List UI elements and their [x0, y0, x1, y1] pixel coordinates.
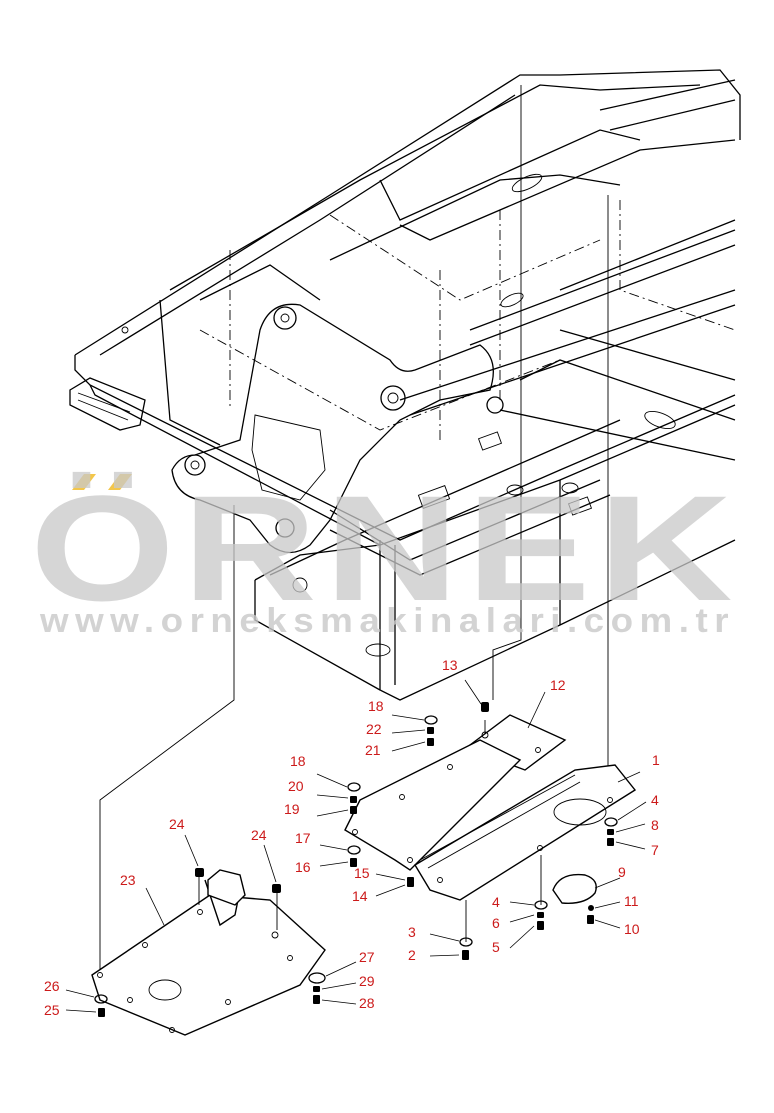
callout-21: 21 — [365, 742, 381, 758]
watermark: ÖRNEK www.orneksmakinalari.com.tr — [30, 464, 740, 640]
upper-frame — [69, 69, 741, 701]
callout-18-lower: 18 — [290, 753, 306, 769]
callout-13: 13 — [442, 657, 458, 673]
assembly-lines — [99, 85, 609, 975]
callouts: 1 2 3 4 4 5 6 7 8 9 10 11 12 13 14 15 16… — [44, 657, 660, 1018]
fasteners — [94, 702, 618, 1017]
callout-17: 17 — [295, 830, 311, 846]
callout-8: 8 — [651, 817, 659, 833]
callout-10: 10 — [624, 921, 640, 937]
callout-2: 2 — [408, 947, 416, 963]
callout-29: 29 — [359, 973, 375, 989]
watermark-accent-left — [72, 474, 96, 490]
callout-6: 6 — [492, 915, 500, 931]
callout-15: 15 — [354, 865, 370, 881]
callout-11: 11 — [624, 893, 639, 909]
leader-lines — [65, 679, 647, 1013]
callout-28: 28 — [359, 995, 375, 1011]
callout-19: 19 — [284, 801, 300, 817]
callout-16: 16 — [295, 859, 311, 875]
cover-plate-18 — [344, 739, 522, 871]
callout-22: 22 — [366, 721, 382, 737]
callout-7: 7 — [651, 842, 659, 858]
callout-5: 5 — [492, 939, 500, 955]
callout-24-left: 24 — [169, 816, 185, 832]
cover-plate-23 — [91, 869, 326, 1036]
watermark-url: www.orneksmakinalari.com.tr — [39, 602, 735, 640]
cover-plate-9 — [552, 873, 597, 904]
callout-14: 14 — [352, 888, 368, 904]
callout-1: 1 — [652, 752, 660, 768]
callout-3: 3 — [408, 924, 416, 940]
callout-24-right: 24 — [251, 827, 267, 843]
watermark-accent-right — [108, 474, 132, 490]
callout-23: 23 — [120, 872, 136, 888]
callout-4-right: 4 — [651, 792, 659, 808]
callout-27: 27 — [359, 949, 375, 965]
callout-9: 9 — [618, 864, 626, 880]
callout-18-upper: 18 — [368, 698, 384, 714]
cover-plate-1 — [414, 764, 637, 901]
callout-4-center: 4 — [492, 894, 500, 910]
callout-20: 20 — [288, 778, 304, 794]
callout-12: 12 — [550, 677, 566, 693]
callout-25: 25 — [44, 1002, 60, 1018]
callout-26: 26 — [44, 978, 60, 994]
watermark-brand: ÖRNEK — [30, 464, 740, 632]
